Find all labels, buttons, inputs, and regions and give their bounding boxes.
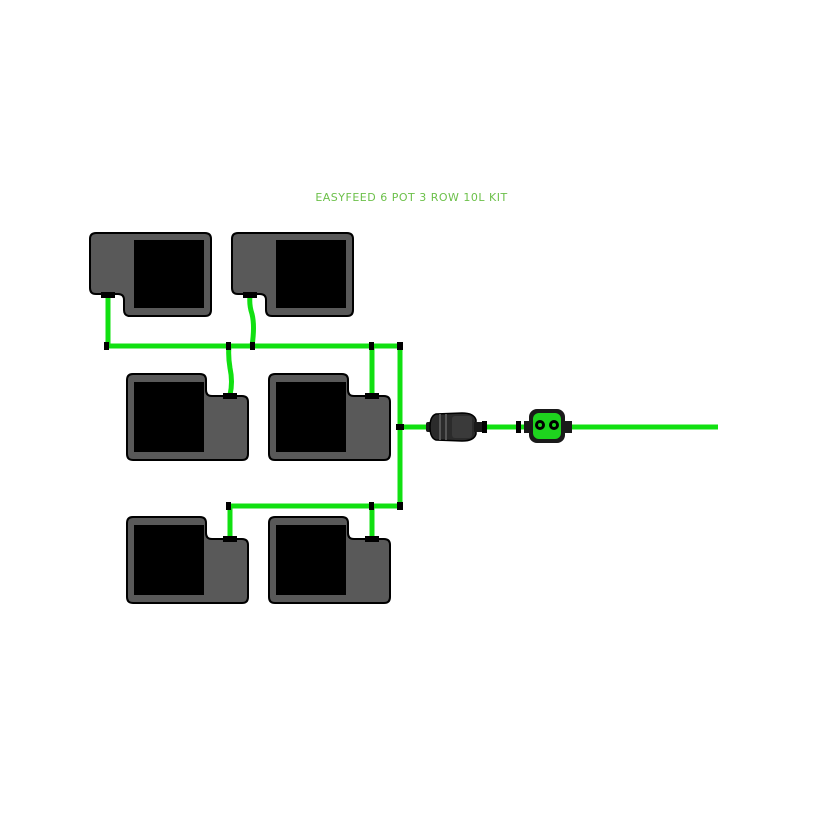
inlet-connector [243, 292, 257, 298]
pot-soil-square [134, 525, 204, 595]
filter-outlet [474, 422, 482, 432]
pot-3 [126, 373, 249, 461]
pot-soil-square [276, 382, 346, 452]
tee-fitting [369, 502, 374, 510]
elbow-fitting [397, 502, 403, 510]
pot-1 [89, 232, 212, 317]
pot-2 [231, 232, 354, 317]
tee-fitting [226, 342, 231, 350]
valve-icon [524, 409, 572, 443]
drop-pipe-pot3 [226, 345, 234, 396]
filter-icon [426, 412, 482, 442]
tee-fitting [396, 424, 404, 430]
tee-fitting [369, 342, 374, 350]
pipe-end-cap [104, 342, 109, 350]
feed-connector [482, 421, 487, 433]
valve-outlet [562, 421, 572, 433]
kit-title: EASYFEED 6 POT 3 ROW 10L KIT [315, 191, 508, 204]
pot-soil-square [134, 382, 204, 452]
drop-pipe-pot2 [247, 295, 256, 347]
inlet-connector [223, 536, 237, 542]
pot-soil-square [276, 525, 346, 595]
tee-fitting [250, 342, 255, 350]
inlet-connector [223, 393, 237, 399]
inlet-connector [365, 393, 379, 399]
elbow-fitting [226, 502, 231, 510]
feed-connector [516, 421, 521, 433]
valve-body [533, 413, 561, 439]
pipe-fittings [104, 342, 521, 510]
pot-4 [268, 373, 391, 461]
pot-soil-square [134, 240, 204, 308]
filter-cap [452, 416, 472, 438]
elbow-fitting [397, 342, 403, 350]
inlet-connectors [101, 292, 379, 542]
pot-6 [268, 516, 391, 604]
inlet-connector [101, 292, 115, 298]
pot-5 [126, 516, 249, 604]
pot-soil-square [276, 240, 346, 308]
inlet-connector [365, 536, 379, 542]
